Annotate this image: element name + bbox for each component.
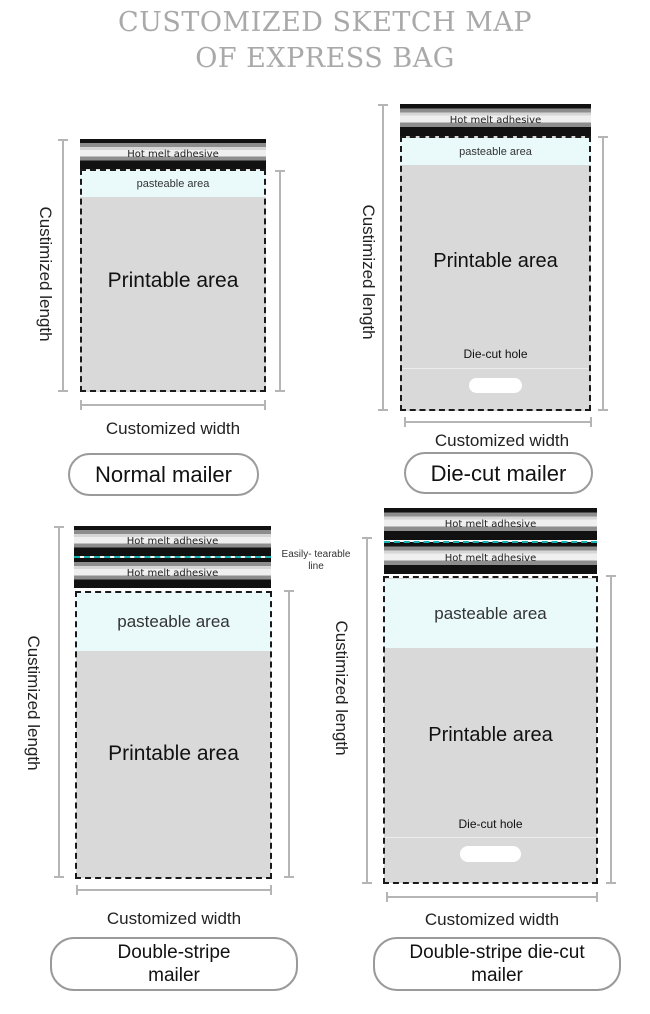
width-dimension-line (404, 417, 592, 427)
double-stripe-mailer-label: Double-stripe mailer (50, 937, 298, 991)
pasteable-area: pasteable area (384, 579, 597, 648)
width-dimension-line (80, 400, 266, 410)
page-title-line1: CUSTOMIZED SKETCH MAP (117, 7, 533, 38)
die-cut-hole (460, 846, 521, 862)
die-cut-hole-label: Die-cut hole (458, 817, 523, 831)
width-dimension-line (386, 892, 598, 902)
width-label: Customized width (424, 910, 560, 929)
width-label: Customized width (105, 419, 241, 438)
printable-area: Printable area (80, 169, 266, 392)
bag-outline (400, 136, 591, 411)
length-dimension-line (362, 537, 372, 884)
printable-area: Printable area Die-cut hole (400, 136, 591, 411)
length-dimension-line (284, 590, 294, 878)
hot-melt-adhesive-strip-top: Hot melt adhesive (74, 526, 271, 556)
hot-melt-adhesive-label: Hot melt adhesive (444, 518, 537, 530)
double-stripe-die-cut-mailer-label: Double-stripe die-cut mailer (373, 937, 621, 991)
bag-outline (383, 576, 598, 884)
hot-melt-adhesive-label: Hot melt adhesive (444, 552, 537, 564)
normal-mailer-label: Normal mailer (68, 453, 259, 496)
pasteable-area-label: pasteable area (459, 145, 532, 158)
printable-area-label: Printable area (428, 724, 553, 746)
tearable-line-label: Easily- tearable line (281, 549, 351, 572)
pasteable-area: pasteable area (400, 138, 591, 165)
bag-outline (80, 169, 266, 392)
width-dimension-line (76, 885, 272, 895)
tearable-line (74, 556, 271, 558)
length-label: Custimized length (359, 204, 378, 340)
printable-area-label: Printable area (433, 250, 558, 272)
length-dimension-line (598, 136, 608, 411)
length-dimension-line (54, 526, 64, 878)
length-dimension-line (58, 139, 68, 392)
length-label: Custimized length (24, 635, 43, 771)
hot-melt-adhesive-strip: Hot melt adhesive (400, 104, 591, 136)
width-label: Customized width (106, 909, 242, 928)
pasteable-area-label: pasteable area (136, 177, 210, 190)
pasteable-area-label: pasteable area (434, 603, 547, 623)
bag-outline (75, 591, 272, 879)
hot-melt-adhesive-strip: Hot melt adhesive (80, 139, 266, 169)
length-label: Custimized length (332, 620, 351, 756)
hot-melt-adhesive-label: Hot melt adhesive (126, 567, 219, 579)
die-cut-hole-label: Die-cut hole (463, 347, 528, 361)
hot-melt-adhesive-strip-top: Hot melt adhesive (384, 508, 597, 540)
hot-melt-adhesive-strip-bottom: Hot melt adhesive (74, 558, 271, 588)
hot-melt-adhesive-strip-bottom: Hot melt adhesive (384, 542, 597, 574)
divider (400, 368, 591, 369)
pasteable-area: pasteable area (80, 170, 266, 197)
printable-area-label: Printable area (107, 269, 239, 292)
length-dimension-line (275, 170, 285, 392)
hot-melt-adhesive-label: Hot melt adhesive (127, 148, 219, 160)
printable-area-label: Printable area (108, 742, 239, 765)
die-cut-mailer-label: Die-cut mailer (404, 452, 593, 494)
die-cut-hole (469, 378, 522, 393)
width-label: Customized width (434, 431, 570, 450)
length-label: Custimized length (36, 206, 55, 342)
pasteable-area: pasteable area (76, 592, 271, 651)
length-dimension-line (378, 104, 388, 411)
pasteable-area-label: pasteable area (117, 611, 230, 631)
hot-melt-adhesive-label: Hot melt adhesive (449, 114, 542, 126)
divider (384, 837, 597, 838)
hot-melt-adhesive-label: Hot melt adhesive (126, 535, 219, 547)
tearable-line (384, 541, 597, 543)
length-dimension-line (606, 575, 616, 884)
page-title-line2: OF EXPRESS BAG (195, 43, 455, 74)
